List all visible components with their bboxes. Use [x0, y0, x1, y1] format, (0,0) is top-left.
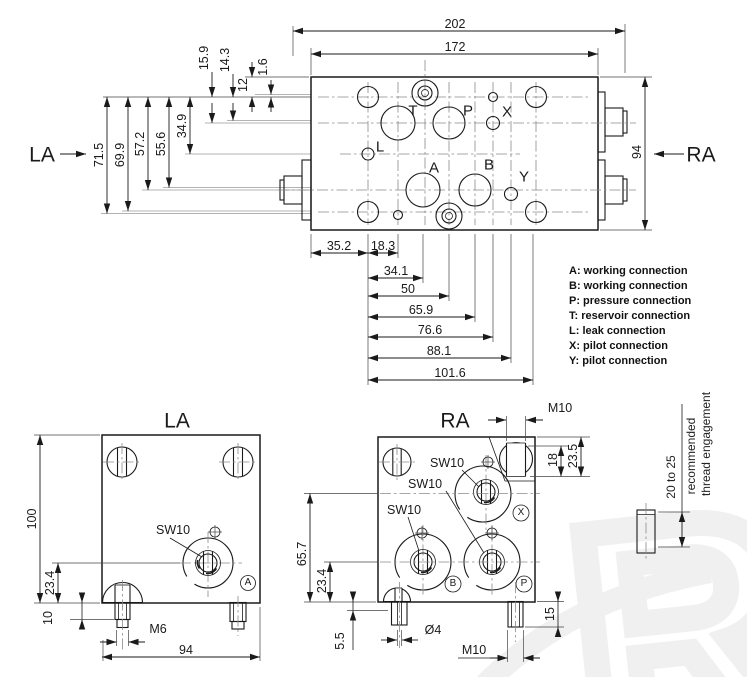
view-arrow-label-ra: RA	[686, 143, 716, 167]
dim-71-5: 71.5	[91, 142, 106, 168]
la-wrench-size-label: SW10	[155, 522, 191, 537]
ra-circled-port-p: P	[520, 578, 528, 589]
background-watermark: R	[476, 436, 747, 677]
port-label-p: P	[462, 102, 474, 120]
legend-item-l: L: leak connection	[569, 325, 666, 337]
port-label-y: Y	[518, 168, 530, 186]
legend-item-y: Y: pilot connection	[569, 355, 668, 367]
thread-engagement-note-linework	[636, 404, 690, 560]
ra-dim-15: 15	[542, 607, 557, 621]
note-line2: recommended	[684, 417, 698, 495]
legend-item-t: T: reservoir connection	[569, 310, 691, 322]
dim-88-1: 88.1	[426, 343, 452, 358]
dim-total-width: 202	[444, 16, 466, 31]
dim-18-3: 18.3	[370, 238, 396, 253]
dim-15-9: 15.9	[196, 45, 211, 71]
ra-wrench-size-label-p: SW10	[407, 476, 443, 491]
view-arrow-label-la: LA	[29, 143, 55, 167]
ra-dim-5-5: 5.5	[332, 632, 347, 650]
dim-69-9: 69.9	[112, 142, 127, 168]
la-dim-100: 100	[24, 508, 39, 530]
ra-circled-port-b: B	[449, 578, 457, 589]
dim-plate-height: 94	[629, 145, 644, 159]
ra-dim-dia4: Ø4	[424, 622, 442, 637]
ra-dim-m10-top: M10	[547, 400, 573, 415]
la-dim-94: 94	[179, 642, 193, 657]
dim-14-3: 14.3	[217, 47, 232, 73]
ra-dim-23-5: 23.5	[565, 443, 580, 469]
dim-plate-width: 172	[444, 39, 466, 54]
dim-101-6: 101.6	[434, 365, 466, 380]
legend-item-b: B: working connection	[569, 280, 688, 292]
port-label-x: X	[501, 103, 513, 121]
la-view-linework	[34, 434, 261, 661]
dim-55-6: 55.6	[153, 131, 168, 157]
top-view-linework	[60, 24, 684, 385]
port-label-a: A	[428, 159, 440, 177]
la-dim-10: 10	[40, 611, 55, 625]
ra-wrench-size-label-x: SW10	[429, 455, 465, 470]
note-range: 20 to 25	[664, 455, 678, 499]
port-label-l: L	[375, 138, 385, 156]
la-dim-23-4: 23.4	[42, 570, 57, 596]
ra-circled-port-x: X	[517, 507, 525, 518]
port-label-b: B	[483, 156, 495, 174]
ra-wrench-size-label-b: SW10	[386, 502, 422, 517]
ra-view-linework	[304, 416, 590, 662]
ra-dim-m10-bottom: M10	[461, 642, 487, 657]
ra-dim-65-7: 65.7	[294, 541, 309, 567]
la-circled-port-a: A	[244, 577, 252, 588]
dim-12: 12	[235, 78, 250, 92]
dim-34-9: 34.9	[174, 113, 189, 139]
dim-1-6: 1.6	[255, 58, 270, 76]
la-view-title: LA	[164, 409, 190, 433]
legend-item-p: P: pressure connection	[569, 295, 692, 307]
legend-item-a: A: working connection	[569, 265, 688, 277]
port-label-t: T	[408, 102, 418, 120]
dim-35-2: 35.2	[326, 238, 352, 253]
ra-view-title: RA	[440, 409, 470, 433]
note-line3: thread engagement	[699, 391, 713, 497]
la-dim-m6: M6	[149, 621, 167, 636]
dim-50: 50	[401, 281, 415, 296]
ra-dim-18: 18	[545, 453, 560, 467]
ra-dim-23-4: 23.4	[314, 568, 329, 594]
dim-34-1: 34.1	[383, 263, 409, 278]
svg-text:R: R	[557, 449, 747, 677]
legend-item-x: X: pilot connection	[569, 340, 668, 352]
dim-57-2: 57.2	[132, 131, 147, 157]
dim-76-6: 76.6	[417, 322, 443, 337]
dim-65-9: 65.9	[408, 302, 434, 317]
